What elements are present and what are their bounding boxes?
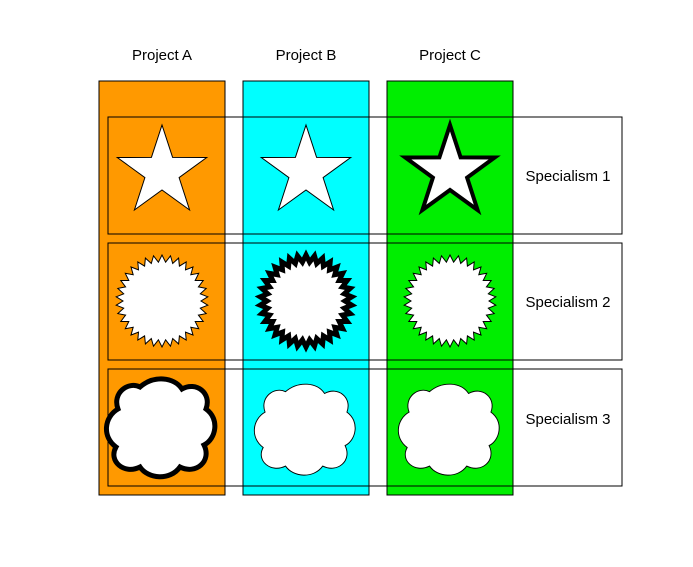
row-label-specialism-2: Specialism 2 [525,294,611,311]
column-title-project-a: Project A [131,47,193,64]
row-label-specialism-3: Specialism 3 [525,411,611,428]
cloud-icon [397,383,500,476]
burst-icon [115,253,209,349]
cloud-icon [253,383,356,476]
specialism-1-row [107,116,623,235]
burst-icon [403,253,497,349]
cloud-icon [106,379,214,477]
column-title-project-c: Project C [419,47,481,64]
specialism-2-row [107,242,623,361]
burst-icon [254,249,358,353]
column-title-project-b: Project B [275,47,337,64]
row-label-specialism-1: Specialism 1 [525,168,611,185]
